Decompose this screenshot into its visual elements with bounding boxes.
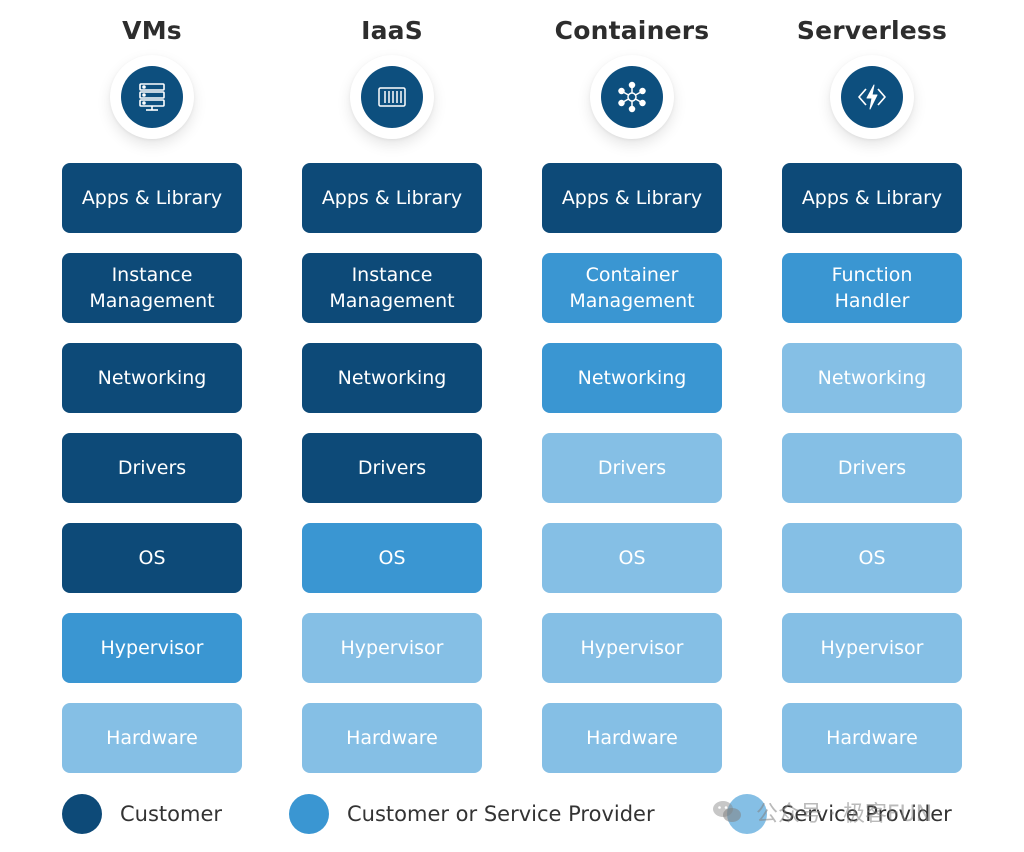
lightning-function-icon bbox=[841, 66, 903, 128]
layer-hardware: Hardware bbox=[62, 703, 242, 773]
layer-hardware: Hardware bbox=[302, 703, 482, 773]
column-title: Containers bbox=[554, 16, 710, 45]
layer-networking: Networking bbox=[782, 343, 962, 413]
layer-os: OS bbox=[62, 523, 242, 593]
network-nodes-icon bbox=[601, 66, 663, 128]
legend-label: Customer or Service Provider bbox=[347, 802, 655, 826]
layer-container-management: Container Management bbox=[542, 253, 722, 323]
legend-label: Service Provider bbox=[781, 802, 952, 826]
legend-swatch bbox=[289, 794, 329, 834]
layer-networking: Networking bbox=[542, 343, 722, 413]
layer-apps-library: Apps & Library bbox=[542, 163, 722, 233]
column-icon-halo bbox=[830, 55, 914, 139]
layer-drivers: Drivers bbox=[302, 433, 482, 503]
layer-hypervisor: Hypervisor bbox=[62, 613, 242, 683]
layer-networking: Networking bbox=[302, 343, 482, 413]
layer-instance-management: Instance Management bbox=[302, 253, 482, 323]
legend-item-provider: Service Provider bbox=[727, 792, 952, 836]
layer-hypervisor: Hypervisor bbox=[782, 613, 962, 683]
legend-item-shared: Customer or Service Provider bbox=[289, 792, 655, 836]
layer-apps-library: Apps & Library bbox=[302, 163, 482, 233]
layer-hardware: Hardware bbox=[542, 703, 722, 773]
column-icon-halo bbox=[590, 55, 674, 139]
column-icon-halo bbox=[350, 55, 434, 139]
legend: Customer Customer or Service Provider Se… bbox=[0, 792, 1024, 836]
column-title: IaaS bbox=[361, 16, 423, 45]
layer-os: OS bbox=[782, 523, 962, 593]
layer-hypervisor: Hypervisor bbox=[542, 613, 722, 683]
legend-swatch bbox=[727, 794, 767, 834]
layer-hypervisor: Hypervisor bbox=[302, 613, 482, 683]
legend-swatch bbox=[62, 794, 102, 834]
layer-hardware: Hardware bbox=[782, 703, 962, 773]
layer-os: OS bbox=[302, 523, 482, 593]
layer-networking: Networking bbox=[62, 343, 242, 413]
layer-os: OS bbox=[542, 523, 722, 593]
layer-drivers: Drivers bbox=[782, 433, 962, 503]
layer-function-handler: Function Handler bbox=[782, 253, 962, 323]
layer-instance-management: Instance Management bbox=[62, 253, 242, 323]
column-title: Serverless bbox=[796, 16, 948, 45]
layer-drivers: Drivers bbox=[62, 433, 242, 503]
layer-apps-library: Apps & Library bbox=[782, 163, 962, 233]
legend-label: Customer bbox=[120, 802, 223, 826]
server-blades-icon bbox=[361, 66, 423, 128]
layer-drivers: Drivers bbox=[542, 433, 722, 503]
column-title: VMs bbox=[122, 16, 182, 45]
server-rack-icon bbox=[121, 66, 183, 128]
layer-apps-library: Apps & Library bbox=[62, 163, 242, 233]
column-icon-halo bbox=[110, 55, 194, 139]
legend-item-customer: Customer bbox=[62, 792, 222, 836]
